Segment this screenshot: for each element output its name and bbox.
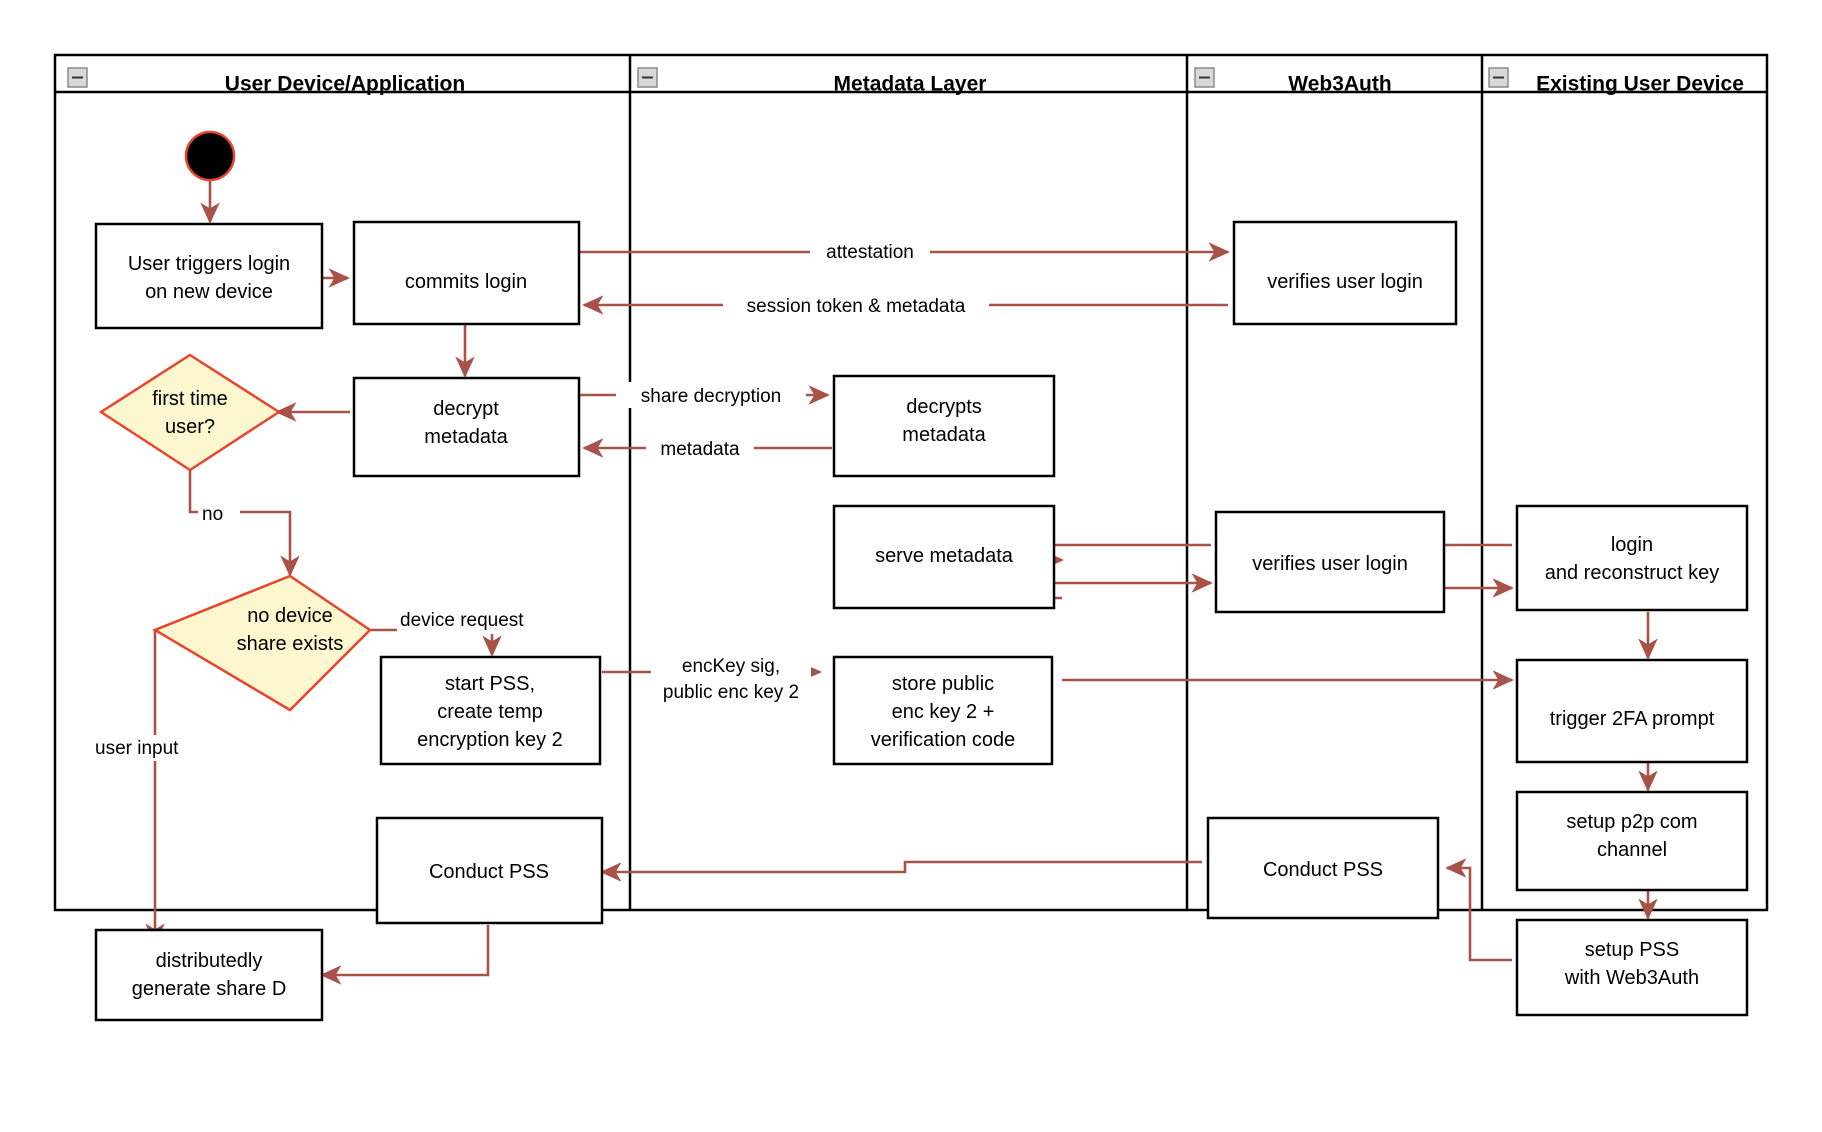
node-store-key-line3: verification code: [871, 729, 1016, 751]
node-share-d-line2: generate share D: [132, 978, 287, 1000]
node-decrypts-metadata-line1: decrypts: [906, 396, 982, 418]
edge-label-enckey-sig: encKey sig, public enc key 2: [651, 650, 811, 706]
node-conduct-pss-web3auth-label: Conduct PSS: [1263, 859, 1383, 881]
edge-label-no: no: [198, 500, 240, 526]
edge-label-session-token-metadata: session token & metadata: [723, 292, 989, 318]
swimlane-frame: [53, 53, 1769, 912]
lane-title-user-device: User Device/Application: [225, 73, 465, 96]
node-setup-pss-line2: with Web3Auth: [1564, 967, 1699, 989]
node-verifies-user-login-1-label: verifies user login: [1267, 271, 1423, 293]
node-user-triggers-login-line1: User triggers login: [128, 253, 290, 275]
lane-collapse-icon-user-device[interactable]: [67, 67, 88, 88]
edge-conduct-pss-web3auth-to-user: [600, 860, 1202, 882]
lane-title-existing-user-device: Existing User Device: [1536, 73, 1744, 96]
node-conduct-pss-user[interactable]: Conduct PSS: [375, 816, 604, 925]
lane-collapse-icon-existing-user-device[interactable]: [1488, 67, 1509, 88]
node-no-device-share-exists-line2: share exists: [237, 633, 344, 655]
node-login-reconstruct-line2: and reconstruct key: [1545, 562, 1720, 584]
node-setup-p2p-line1: setup p2p com: [1566, 811, 1697, 833]
node-setup-p2p-line2: channel: [1597, 839, 1667, 861]
node-start-pss-line1: start PSS,: [445, 673, 535, 695]
lane-title-metadata-layer: Metadata Layer: [834, 73, 987, 96]
edge-label-attestation: attestation: [810, 238, 930, 264]
node-verifies-user-login-2[interactable]: verifies user login: [1214, 510, 1446, 614]
svg-text:encKey sig,: encKey sig,: [682, 656, 780, 677]
node-verifies-user-login-2-label: verifies user login: [1252, 553, 1408, 575]
node-first-time-user-line2: user?: [165, 416, 215, 438]
node-trigger-2fa-prompt[interactable]: trigger 2FA prompt: [1515, 658, 1749, 764]
node-store-key-line1: store public: [892, 673, 994, 695]
edge-serve-metadata-to-verifies: [1038, 573, 1213, 600]
node-setup-pss-line1: setup PSS: [1585, 939, 1680, 961]
node-serve-metadata[interactable]: serve metadata: [832, 504, 1056, 610]
lane-collapse-icon-metadata-layer[interactable]: [637, 67, 658, 88]
node-no-device-share-exists-line1: no device: [247, 605, 333, 627]
node-no-device-share-exists[interactable]: no device share exists: [152, 574, 372, 712]
node-login-reconstruct-key[interactable]: login and reconstruct key: [1515, 504, 1749, 612]
node-login-reconstruct-line1: login: [1611, 534, 1653, 556]
node-conduct-pss-web3auth[interactable]: Conduct PSS: [1206, 816, 1440, 920]
node-trigger-2fa-label: trigger 2FA prompt: [1550, 708, 1715, 730]
node-decrypt-metadata-line2: metadata: [424, 426, 508, 448]
node-commits-login-label: commits login: [405, 271, 527, 293]
edge-conduct-pss-to-share-d: [320, 925, 490, 985]
node-start-pss-line2: create temp: [437, 701, 543, 723]
node-user-triggers-login-line2: on new device: [145, 281, 273, 303]
svg-text:public enc key 2: public enc key 2: [663, 682, 799, 703]
node-store-public-enc-key[interactable]: store public enc key 2 + verification co…: [832, 655, 1054, 766]
node-store-key-line2: enc key 2 +: [892, 701, 995, 723]
node-start-circle: [184, 130, 236, 182]
svg-text:share decryption: share decryption: [641, 386, 781, 407]
lane-collapse-icon-web3auth[interactable]: [1194, 67, 1215, 88]
svg-text:attestation: attestation: [826, 242, 914, 263]
edge-label-metadata: metadata: [646, 435, 754, 461]
edge-setup-pss-to-conduct-pss-web3auth: [1445, 858, 1512, 962]
node-decrypt-metadata[interactable]: decrypt metadata: [352, 376, 581, 478]
node-commits-login[interactable]: commits login: [352, 220, 581, 326]
node-decrypts-metadata-line2: metadata: [902, 424, 986, 446]
node-conduct-pss-user-label: Conduct PSS: [429, 861, 549, 883]
svg-text:device request: device request: [400, 610, 524, 631]
node-decrypts-metadata[interactable]: decrypts metadata: [832, 374, 1056, 478]
node-serve-metadata-label: serve metadata: [875, 545, 1014, 567]
edge-label-share-decryption: share decryption: [616, 382, 806, 408]
edge-label-device-request: device request: [397, 608, 563, 634]
node-start-pss-line3: encryption key 2: [417, 729, 563, 751]
node-setup-p2p-com-channel[interactable]: setup p2p com channel: [1515, 790, 1749, 892]
node-share-d-line1: distributedly: [156, 950, 263, 972]
node-start-pss[interactable]: start PSS, create temp encryption key 2: [379, 655, 602, 766]
node-distributedly-generate-share-d[interactable]: distributedly generate share D: [94, 928, 324, 1022]
node-user-triggers-login[interactable]: User triggers login on new device: [94, 222, 324, 330]
lane-title-web3auth: Web3Auth: [1288, 73, 1391, 96]
svg-text:metadata: metadata: [660, 439, 740, 460]
node-setup-pss-with-web3auth[interactable]: setup PSS with Web3Auth: [1515, 918, 1749, 1017]
svg-text:no: no: [202, 504, 223, 525]
edge-label-user-input: user input: [92, 735, 212, 761]
edge-verifies-to-serve-metadata: [1038, 543, 1211, 570]
node-first-time-user-line1: first time: [152, 388, 228, 410]
node-verifies-user-login-1[interactable]: verifies user login: [1232, 220, 1458, 326]
svg-text:session token & metadata: session token & metadata: [747, 296, 966, 317]
svg-text:user input: user input: [95, 738, 179, 759]
node-first-time-user[interactable]: first time user?: [98, 353, 282, 472]
node-decrypt-metadata-line1: decrypt: [433, 398, 499, 420]
